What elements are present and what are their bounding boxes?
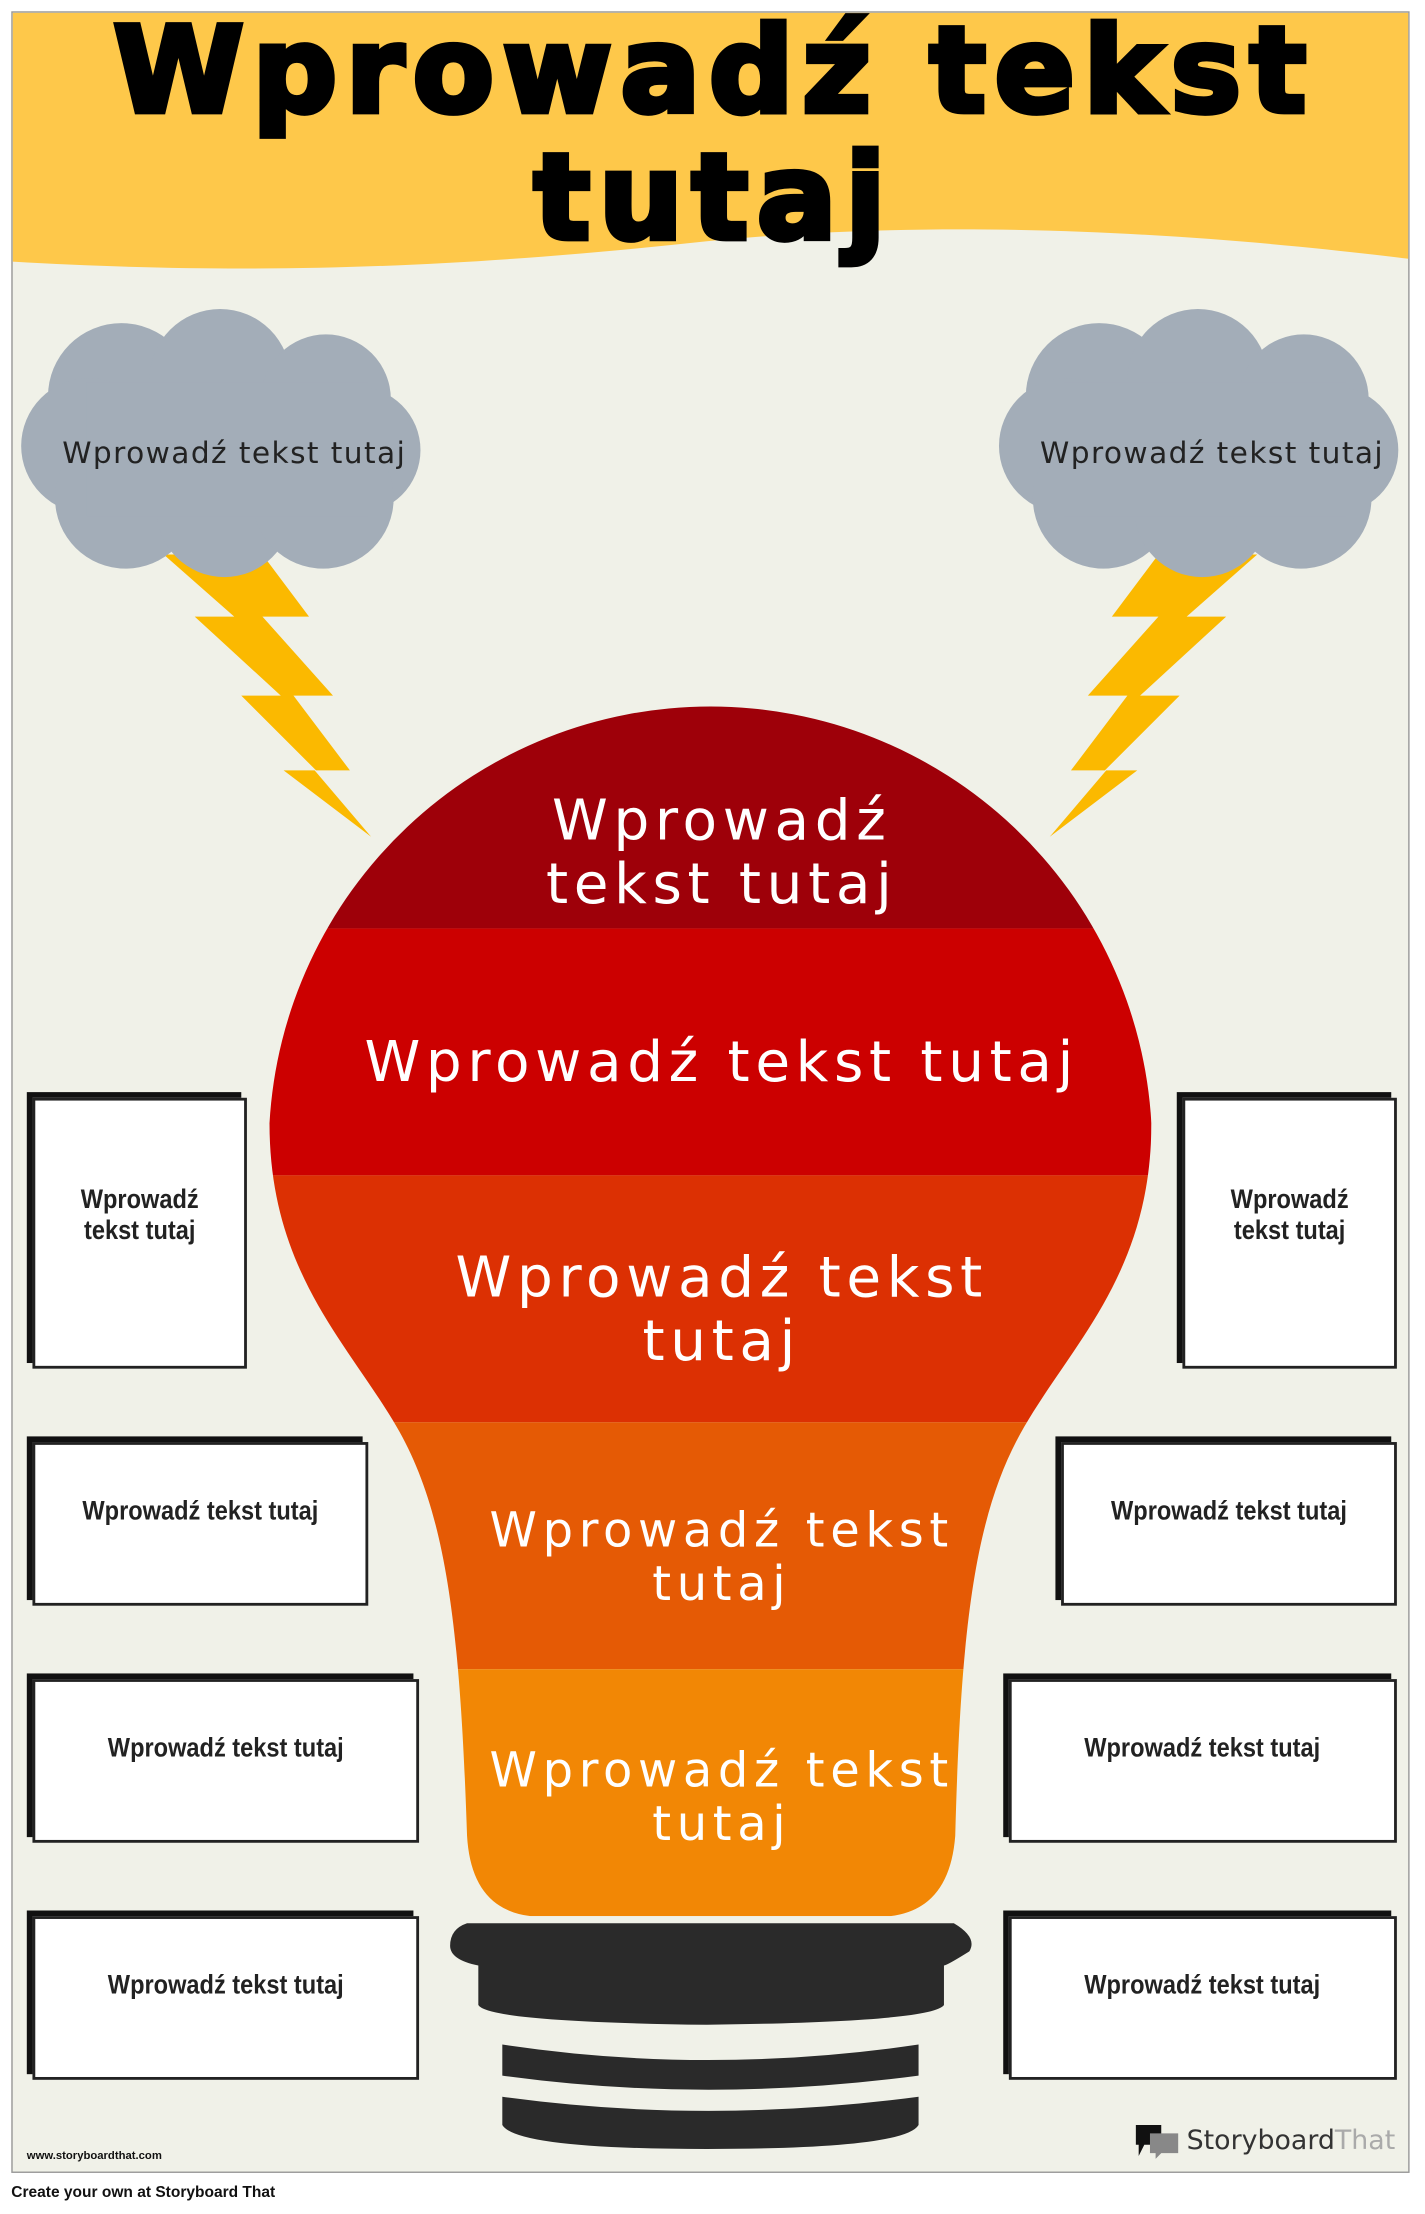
band-text: Wprowadź tekst tutaj (455, 1245, 988, 1374)
band-text: Wprowadź tekst tutaj (489, 1741, 954, 1852)
bulb-band-4-text[interactable]: Wprowadź tekst tutaj (478, 1434, 965, 1681)
create-your-own-link[interactable]: Create your own at Storyboard That (11, 2184, 276, 2202)
box-text: Wprowadź tekst tutaj (1111, 1497, 1347, 1527)
box-text: Wprowadź tekst tutaj (1230, 1185, 1349, 1246)
logo-text-storyboard: Storyboard (1186, 2124, 1335, 2157)
box-text: Wprowadź tekst tutaj (1084, 1734, 1321, 1764)
left-cloud-icon (21, 309, 421, 578)
bulb-band-5-text[interactable]: Wprowadź tekst tutaj (478, 1681, 965, 1914)
speech-bubble-icon (1135, 2124, 1179, 2159)
bulb-band-3-text[interactable]: Wprowadź tekst tutaj (436, 1187, 1007, 1434)
bulb-band-1-text[interactable]: Wprowadź tekst tutaj (528, 768, 916, 940)
box-text: Wprowadź tekst tutaj (80, 1185, 199, 1246)
bulb-band-3 (269, 1175, 1152, 1423)
right-text-box-3[interactable]: Wprowadź tekst tutaj (1008, 1679, 1397, 1843)
band-text: Wprowadź tekst tutaj (364, 1030, 1079, 1095)
bulb-band-2-text[interactable]: Wprowadź tekst tutaj (281, 940, 1163, 1187)
left-text-box-3[interactable]: Wprowadź tekst tutaj (32, 1679, 420, 1843)
left-lightning-icon (163, 554, 372, 837)
header-banner (12, 12, 1409, 269)
box-text: Wprowadź tekst tutaj (82, 1497, 319, 1527)
poster: Wprowadź tekst tutaj Wprowadź tekst tuta… (11, 11, 1410, 2173)
right-text-box-1[interactable]: Wprowadź tekst tutaj (1182, 1097, 1397, 1369)
box-text: Wprowadź tekst tutaj (107, 1971, 344, 2001)
bulb-base (450, 1923, 972, 2149)
left-text-box-1[interactable]: Wprowadź tekst tutaj (32, 1097, 247, 1369)
left-text-box-4[interactable]: Wprowadź tekst tutaj (32, 1916, 420, 2080)
band-text: Wprowadź tekst tutaj (489, 1502, 954, 1613)
poster-art (12, 12, 1409, 2149)
bulb-band-2 (269, 928, 1152, 1176)
box-text: Wprowadź tekst tutaj (107, 1734, 344, 1764)
right-text-box-4[interactable]: Wprowadź tekst tutaj (1008, 1916, 1397, 2080)
right-cloud-text[interactable]: Wprowadź tekst tutaj (1040, 435, 1385, 470)
right-cloud-icon (998, 309, 1399, 578)
poster-title[interactable]: Wprowadź tekst tutaj (110, 11, 1315, 267)
box-text: Wprowadź tekst tutaj (1084, 1971, 1321, 2001)
left-cloud-text[interactable]: Wprowadź tekst tutaj (62, 435, 407, 470)
site-url[interactable]: www.storyboardthat.com (26, 2148, 162, 2162)
right-lightning-icon (1049, 554, 1258, 837)
left-text-box-2[interactable]: Wprowadź tekst tutaj (32, 1442, 369, 1606)
band-text: Wprowadź tekst tutaj (546, 788, 898, 918)
right-text-box-2[interactable]: Wprowadź tekst tutaj (1061, 1442, 1397, 1606)
logo-text-that: That (1334, 2124, 1396, 2157)
